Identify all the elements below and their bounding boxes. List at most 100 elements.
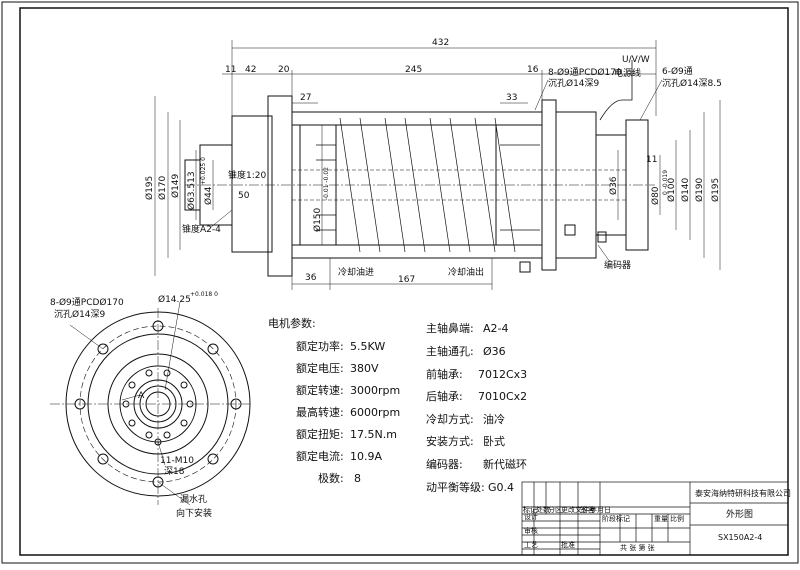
dim-245: 245	[405, 65, 422, 75]
inner-border	[19, 7, 789, 556]
rev-date: 年月日	[590, 505, 611, 514]
cooling-out-label: 冷却油出	[448, 266, 484, 278]
power-cable-label: 电源线	[614, 67, 641, 79]
angle-label: A	[138, 391, 145, 401]
weight-label: 重量	[654, 515, 668, 523]
dim-left-44-tolerance: +0.025 0	[200, 157, 207, 185]
spec-label-torque: 额定扭矩:	[296, 427, 344, 441]
stage-mark-label: 阶段标记	[602, 514, 630, 523]
spec-value-mounting: 卧式	[483, 435, 505, 448]
dim-right-36: Ø36	[608, 176, 619, 195]
front-holes-counterbore: 沉孔Ø14深9	[548, 78, 600, 89]
dim-left-170: Ø170	[157, 175, 168, 200]
approve-label: 批准	[561, 540, 575, 549]
dim-right-80-tolerance: 0 -0.019	[662, 170, 669, 195]
spec-label-power: 额定功率:	[296, 339, 344, 353]
dim-33: 33	[506, 93, 517, 103]
dim-right-190: Ø190	[694, 177, 705, 202]
dim-left-149: Ø149	[170, 173, 181, 198]
front-view-labels: 8-Ø9通PCDØ170 沉孔Ø14深9 Ø14.25 +0.018 0 11-…	[50, 291, 218, 519]
thread-label: 11-M10	[160, 456, 194, 466]
spec-label-front-bearing: 前轴承:	[426, 367, 463, 381]
spec-table: 电机参数: 额定功率: 5.5KW 额定电压: 380V 额定转速: 3000r…	[268, 316, 527, 494]
spec-label-cooling: 冷却方式:	[426, 412, 474, 426]
bore-label: Ø14.25	[158, 294, 191, 305]
title-block-text: 泰安海纳特研科技有限公司 外形图 SX150A2-4 标记 处数 分区 更改文件…	[523, 488, 791, 552]
encoder-label: 编码器	[604, 259, 631, 271]
cooling-in-label: 冷却油进	[338, 266, 374, 278]
dim-left-44: Ø44	[203, 186, 214, 205]
dim-150: Ø150	[312, 207, 323, 232]
spec-label-poles: 极数:	[318, 471, 344, 485]
dim-36: 36	[305, 273, 317, 283]
scale-label: 比例	[670, 514, 684, 523]
dim-left-195: Ø195	[144, 176, 155, 200]
spec-label-voltage: 额定电压:	[296, 361, 344, 375]
spec-value-cooling: 油冷	[483, 412, 505, 426]
drain-note-label: 向下安装	[176, 507, 212, 519]
drawing-name: 外形图	[726, 508, 753, 520]
dim-right-80: Ø80	[650, 186, 661, 205]
spec-value-poles: 8	[354, 472, 361, 485]
rear-holes-callout: 6-Ø9通	[662, 66, 693, 77]
spec-value-through-hole: Ø36	[483, 345, 506, 358]
design-label: 设计	[524, 512, 538, 521]
process-label: 工艺	[524, 541, 538, 549]
spec-label-mounting: 安装方式:	[426, 434, 474, 448]
spec-value-balance: G0.4	[488, 481, 514, 494]
spec-value-rear-bearing: 7010Cx2	[478, 390, 527, 403]
dim-16: 16	[527, 65, 539, 75]
front-holes-callout: 8-Ø9通PCDØ170	[548, 67, 622, 78]
spec-label-balance: 动平衡等级:	[426, 480, 485, 494]
spec-value-torque: 17.5N.m	[350, 428, 397, 441]
spec-label-through-hole: 主轴通孔:	[426, 344, 474, 358]
dim-right-100: Ø100	[666, 177, 677, 202]
dim-left-63: Ø63.513	[186, 171, 197, 210]
title-block	[521, 481, 789, 556]
rev-zone: 分区	[548, 505, 562, 514]
side-view-labels: 432 11 42 20 245 16 27 33 36 167 冷却油进 冷却…	[144, 38, 722, 285]
spec-label-rear-bearing: 后轴承:	[426, 389, 463, 403]
power-uvw-label: U/V/W	[622, 55, 650, 65]
spec-label-encoder: 编码器:	[426, 457, 463, 471]
front-holes-label: 8-Ø9通PCDØ170	[50, 297, 124, 308]
thread-depth-label: 深18	[164, 466, 185, 477]
drawing-number: SX150A2-4	[718, 533, 762, 542]
check-label: 审核	[524, 526, 538, 535]
dim-right-195: Ø195	[710, 178, 721, 202]
drain-hole-label: 漏水孔	[180, 493, 207, 505]
company-name: 泰安海纳特研科技有限公司	[695, 488, 791, 498]
spec-label-max-speed: 最高转速:	[296, 405, 344, 419]
side-view	[154, 40, 721, 290]
rev-mark: 标记	[523, 505, 537, 514]
spec-label-rated-speed: 额定转速:	[296, 383, 344, 397]
spec-value-encoder: 新代磁环	[483, 457, 527, 471]
taper-label: 锥度1:20	[228, 169, 266, 181]
rev-sign: 签名	[580, 505, 594, 514]
dim-right-11: 11	[646, 155, 657, 165]
dim-overall-length: 432	[432, 38, 449, 48]
front-holes-counterbore-label: 沉孔Ø14深9	[54, 309, 106, 320]
dim-150-tolerance: -0.01 -0.02	[323, 167, 330, 200]
sheet-count-label: 共 张 第 张	[620, 543, 655, 552]
spindle-nose-label: 锥度A2-4	[182, 223, 221, 235]
dim-50: 50	[238, 191, 250, 201]
spec-label-current: 额定电流:	[296, 449, 344, 463]
spec-value-rated-speed: 3000rpm	[350, 384, 400, 397]
spec-value-power: 5.5KW	[350, 340, 385, 353]
spec-value-nose: A2-4	[483, 322, 509, 335]
dim-right-140: Ø140	[680, 177, 691, 202]
dim-11: 11	[225, 65, 236, 75]
spec-value-max-speed: 6000rpm	[350, 406, 400, 419]
dim-20: 20	[278, 65, 290, 75]
front-view	[50, 301, 251, 506]
spec-heading: 电机参数:	[268, 316, 316, 330]
dim-42: 42	[245, 65, 256, 75]
rear-holes-counterbore: 沉孔Ø14深8.5	[662, 78, 722, 89]
spec-label-nose: 主轴鼻端:	[426, 321, 474, 335]
dim-27: 27	[300, 93, 311, 103]
spec-value-voltage: 380V	[350, 362, 379, 375]
